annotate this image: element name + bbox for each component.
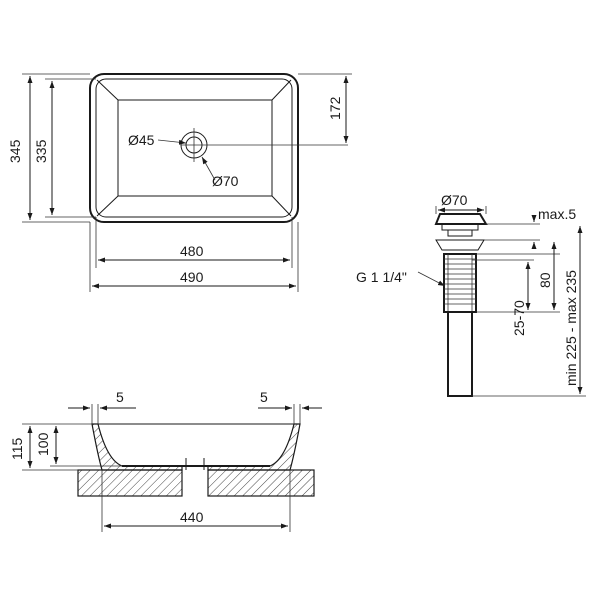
dim-height-inner: 335 — [33, 139, 49, 163]
dim-width-outer: 490 — [180, 269, 204, 285]
dim-body: 80 — [537, 272, 553, 288]
dim-bowl-height: 100 — [35, 432, 51, 456]
dim-thread-range: 25-70 — [511, 300, 527, 336]
thread-label: G 1 1/4" — [356, 269, 407, 285]
dim-hole-small: Ø45 — [128, 132, 155, 148]
dim-height-outer: 345 — [7, 139, 23, 163]
dim-cap-diameter: Ø70 — [441, 192, 468, 208]
drain-flange — [435, 239, 485, 251]
side-view: 5 5 115 100 440 — [9, 389, 322, 532]
drain-view: Ø70 max.5 G 1 1/4" 80 25-70 min 225 - ma… — [356, 192, 586, 397]
dim-cap-max: max.5 — [538, 206, 576, 222]
dim-total-height: 115 — [9, 437, 25, 460]
dim-total-range: min 225 - max 235 — [563, 270, 579, 386]
drain-tube — [447, 311, 473, 397]
dim-rim-left: 5 — [116, 389, 124, 405]
drain-cap — [434, 213, 488, 225]
bowl-wall-right — [207, 423, 301, 471]
countertop-left — [77, 469, 183, 497]
basin-outer-outline — [89, 73, 299, 223]
dim-drain-offset: 172 — [327, 96, 343, 120]
top-view: 345 335 172 Ø45 Ø70 480 490 — [7, 73, 352, 292]
dim-width-inner: 480 — [180, 243, 204, 259]
dim-base-width: 440 — [180, 509, 204, 525]
drain-thread-body — [443, 253, 477, 313]
dim-hole-large: Ø70 — [212, 173, 239, 189]
basin-inner-outline — [117, 99, 273, 197]
bowl-wall-left — [91, 423, 183, 471]
dim-rim-right: 5 — [260, 389, 268, 405]
countertop-right — [207, 469, 315, 497]
